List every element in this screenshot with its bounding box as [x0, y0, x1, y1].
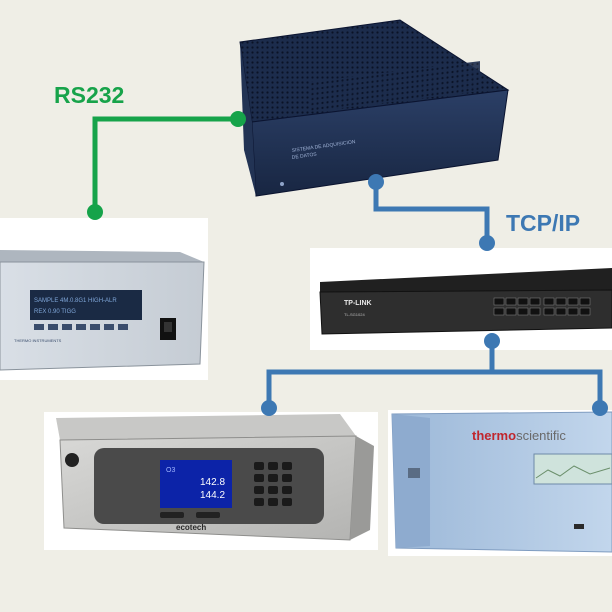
thermo-brand-part2: scientific [516, 428, 566, 443]
rs232-label: RS232 [54, 82, 125, 108]
rs232-connection [92, 116, 238, 212]
so2-keypad [34, 324, 128, 330]
ecotech-analyzer-device: O3 142.8 144.2 ecotech [44, 412, 378, 550]
ecotech-screen-title: O3 [166, 467, 175, 474]
so2-display-line2: REX 0.90 TIGG [34, 309, 76, 315]
switch-ports [493, 297, 591, 316]
datalogger-power-led [280, 182, 284, 186]
so2-brand: THERMO INSTRUMENTS [14, 338, 62, 343]
ecotech-brand: ecotech [176, 523, 206, 532]
so2-analyzer-device: SAMPLE 4M.0.8G1 HIGH-ALR REX 0.90 TIGG T… [0, 218, 208, 380]
datalogger-device: SISTEMA DE ADQUISICION DE DATOS [239, 19, 510, 197]
rs232-endpoint-datalogger [230, 111, 246, 127]
tcp-endpoint-datalogger [368, 174, 384, 190]
ecotech-power-knob [65, 453, 79, 467]
switch-brand: TP-LINK [344, 300, 372, 307]
ecotech-screen [160, 460, 232, 508]
thermo-brand: thermoscientific [472, 428, 566, 443]
tcp-endpoint-ecotech [261, 400, 277, 416]
so2-display-line1: SAMPLE 4M.0.8G1 HIGH-ALR [34, 298, 117, 304]
ecotech-value-1: 142.8 [200, 477, 225, 488]
thermo-screen [533, 453, 612, 485]
tcp-endpoint-thermo [592, 400, 608, 416]
so2-display [30, 290, 142, 320]
tcpip-label: TCP/IP [506, 210, 581, 236]
ecotech-keypad [254, 462, 292, 506]
network-switch-device: TP-LINK TL-SG1024 [310, 248, 612, 350]
thermo-analyzer-device: thermoscientific [388, 410, 612, 556]
thermo-panel-slot [408, 468, 420, 478]
thermo-brand-part1: thermo [472, 428, 516, 443]
datalogger-text-line2: DE DATOS [291, 151, 317, 161]
tcp-endpoint-switch-bottom [484, 333, 500, 349]
switch-model: TL-SG1024 [344, 312, 365, 317]
ecotech-value-2: 144.2 [200, 490, 225, 501]
rs232-endpoint-so2 [87, 204, 103, 220]
tcp-endpoint-switch-top [479, 235, 495, 251]
